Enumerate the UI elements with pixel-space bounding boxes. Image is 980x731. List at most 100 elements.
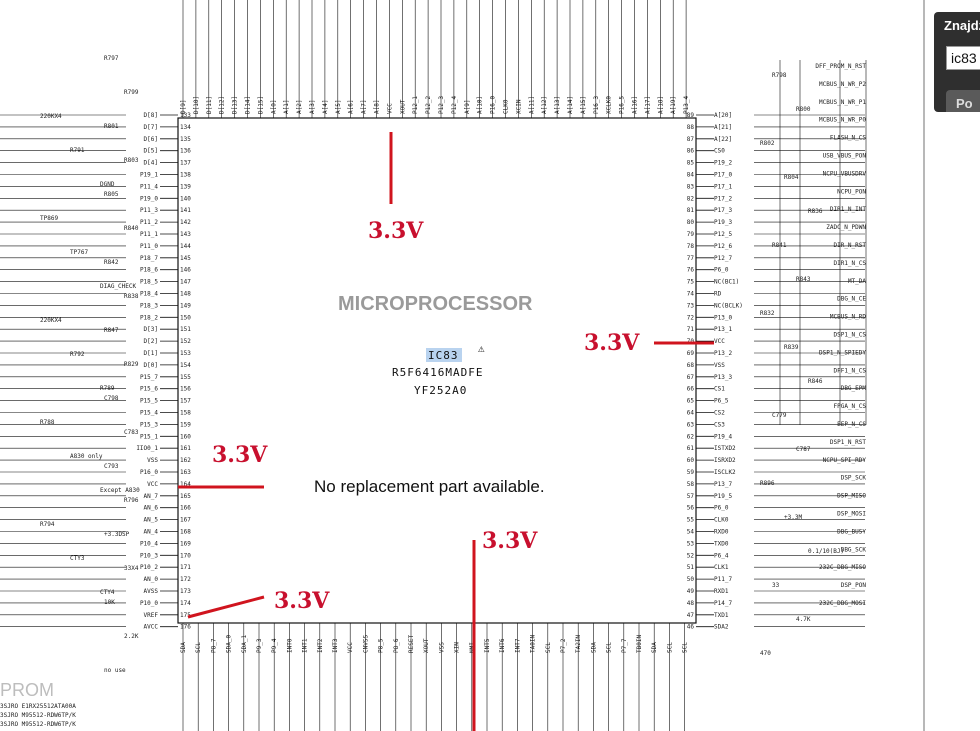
pin-number: 165 (180, 493, 191, 500)
pin-name: P12_5 (714, 231, 732, 238)
pin-number: 143 (180, 231, 191, 238)
pin-name: P17_0 (714, 172, 732, 179)
component-ref: R839 (784, 344, 799, 351)
volt-label-top: 3.3V (368, 218, 424, 244)
pin-number: 161 (180, 445, 191, 452)
pin-number: 151 (180, 326, 191, 333)
pin-number: 47 (687, 612, 695, 619)
volt-label-bottom-left: 3.3V (274, 588, 330, 614)
pin-number: 150 (180, 314, 191, 321)
pin-name: XIN (454, 642, 461, 653)
pin-number: 147 (180, 279, 191, 286)
pin-name: D[9] (180, 100, 187, 114)
pin-name: P19_3 (714, 219, 732, 226)
pin-name: CS1 (714, 386, 725, 393)
pin-name: A[22] (714, 136, 732, 143)
net-label: MCBUS_N_RD (830, 314, 867, 321)
net-label: FPGA_N_CS (833, 403, 866, 410)
footnote: 3SJRO M95512-RDW6TP/K (0, 712, 76, 719)
pin-number: 63 (687, 421, 695, 428)
prom-label: PROM (0, 680, 54, 700)
pin-name: XCIN (515, 99, 522, 114)
pin-name: NC(BC1) (714, 279, 739, 286)
volt-label-right: 3.3V (584, 330, 640, 356)
pin-number: 134 (180, 124, 191, 131)
pin-name: P19_4 (714, 433, 732, 440)
net-label: R789 (100, 385, 115, 392)
component-ref: C793 (104, 463, 119, 470)
pin-name: VSS (438, 642, 445, 653)
component-ref: R802 (760, 140, 775, 147)
pin-name: CS2 (714, 410, 725, 417)
net-label: DSP_SCK (841, 475, 867, 482)
net-label: NCPU_PON (837, 188, 866, 195)
chip-ref: IC83 (428, 349, 459, 362)
pin-name: P15_1 (140, 433, 158, 440)
pin-name: NC(BCLK) (714, 302, 743, 309)
pin-name: P12_3 (438, 96, 445, 114)
pin-name: P12_4 (451, 96, 458, 114)
search-input[interactable] (946, 46, 980, 70)
pin-number: 158 (180, 410, 191, 417)
pin-number: 146 (180, 267, 191, 274)
pin-name: A[19] (670, 96, 677, 114)
pin-name: IIO0_1 (136, 445, 158, 452)
pin-name: P19_5 (714, 493, 732, 500)
component-ref: C798 (104, 395, 119, 402)
component-ref: R829 (124, 361, 139, 368)
pin-number: 145 (180, 255, 191, 262)
net-label-layer: DFF_PROM_N_RSTMCBUS_N_WR_P2MCBUS_N_WR_P1… (0, 55, 866, 728)
pin-name: P13_0 (714, 314, 732, 321)
pin-number: 65 (687, 398, 695, 405)
pin-name: XCLK0 (606, 96, 613, 114)
volt-marker-bottom-left (187, 595, 265, 619)
pin-name: P18_5 (140, 279, 158, 286)
pin-name: A[6] (348, 100, 355, 114)
pin-name: P18_4 (140, 291, 158, 298)
pin-name: INT3 (332, 638, 339, 653)
net-label: MT_DA (848, 278, 866, 285)
pin-name: INT5 (484, 638, 491, 653)
pin-layer: 133D[8]134D[7]135D[6]136D[5]137D[4]138P1… (136, 96, 743, 653)
net-label: DSP1_N_SPIEDY (819, 349, 866, 356)
pin-name: D[7] (144, 124, 158, 131)
pin-number: 62 (687, 433, 695, 440)
pin-number: 156 (180, 386, 191, 393)
component-ref: 4.7K (796, 616, 811, 623)
pin-name: INT1 (302, 638, 309, 653)
component-ref: 33X4 (124, 565, 139, 572)
pin-name: P19_0 (140, 195, 158, 202)
pin-number: 133 (180, 112, 191, 119)
net-label: R788 (40, 419, 55, 426)
pin-name: P18_2 (140, 314, 158, 321)
search-button[interactable]: Po (946, 90, 980, 112)
net-label: R791 (70, 147, 85, 154)
pin-number: 176 (180, 624, 191, 631)
pin-name: P17_2 (714, 195, 732, 202)
pin-name: P15_7 (140, 374, 158, 381)
pin-name: P6_0 (714, 505, 729, 512)
pin-name: A[5] (335, 100, 342, 114)
pin-name: RESET (408, 635, 415, 653)
pin-name: A[2] (296, 100, 303, 114)
pin-name: XOUT (399, 99, 406, 114)
net-label: DBG_N_CE (837, 296, 866, 303)
net-label: DSP_MOSI (837, 511, 866, 518)
net-label: DSP_MISO (837, 493, 866, 500)
pin-number: 172 (180, 576, 191, 583)
net-label: MCBUS_N_WR_P1 (819, 99, 866, 106)
pin-number: 77 (687, 255, 695, 262)
pin-number: 72 (687, 314, 695, 321)
net-label: NCPU_VBUSDRV (823, 170, 867, 177)
pin-name: SCL (666, 642, 673, 653)
pin-name: P7_2 (560, 638, 567, 653)
pin-number: 49 (687, 588, 695, 595)
pin-number: 57 (687, 493, 695, 500)
pin-number: 163 (180, 469, 191, 476)
net-label: TP869 (40, 215, 58, 222)
pin-name: SDA_0 (226, 635, 233, 653)
search-panel-title: Znajdź (944, 18, 980, 33)
component-ref: R804 (784, 174, 799, 181)
pin-name: P14_7 (714, 600, 732, 607)
pin-name: A[3] (309, 100, 316, 114)
